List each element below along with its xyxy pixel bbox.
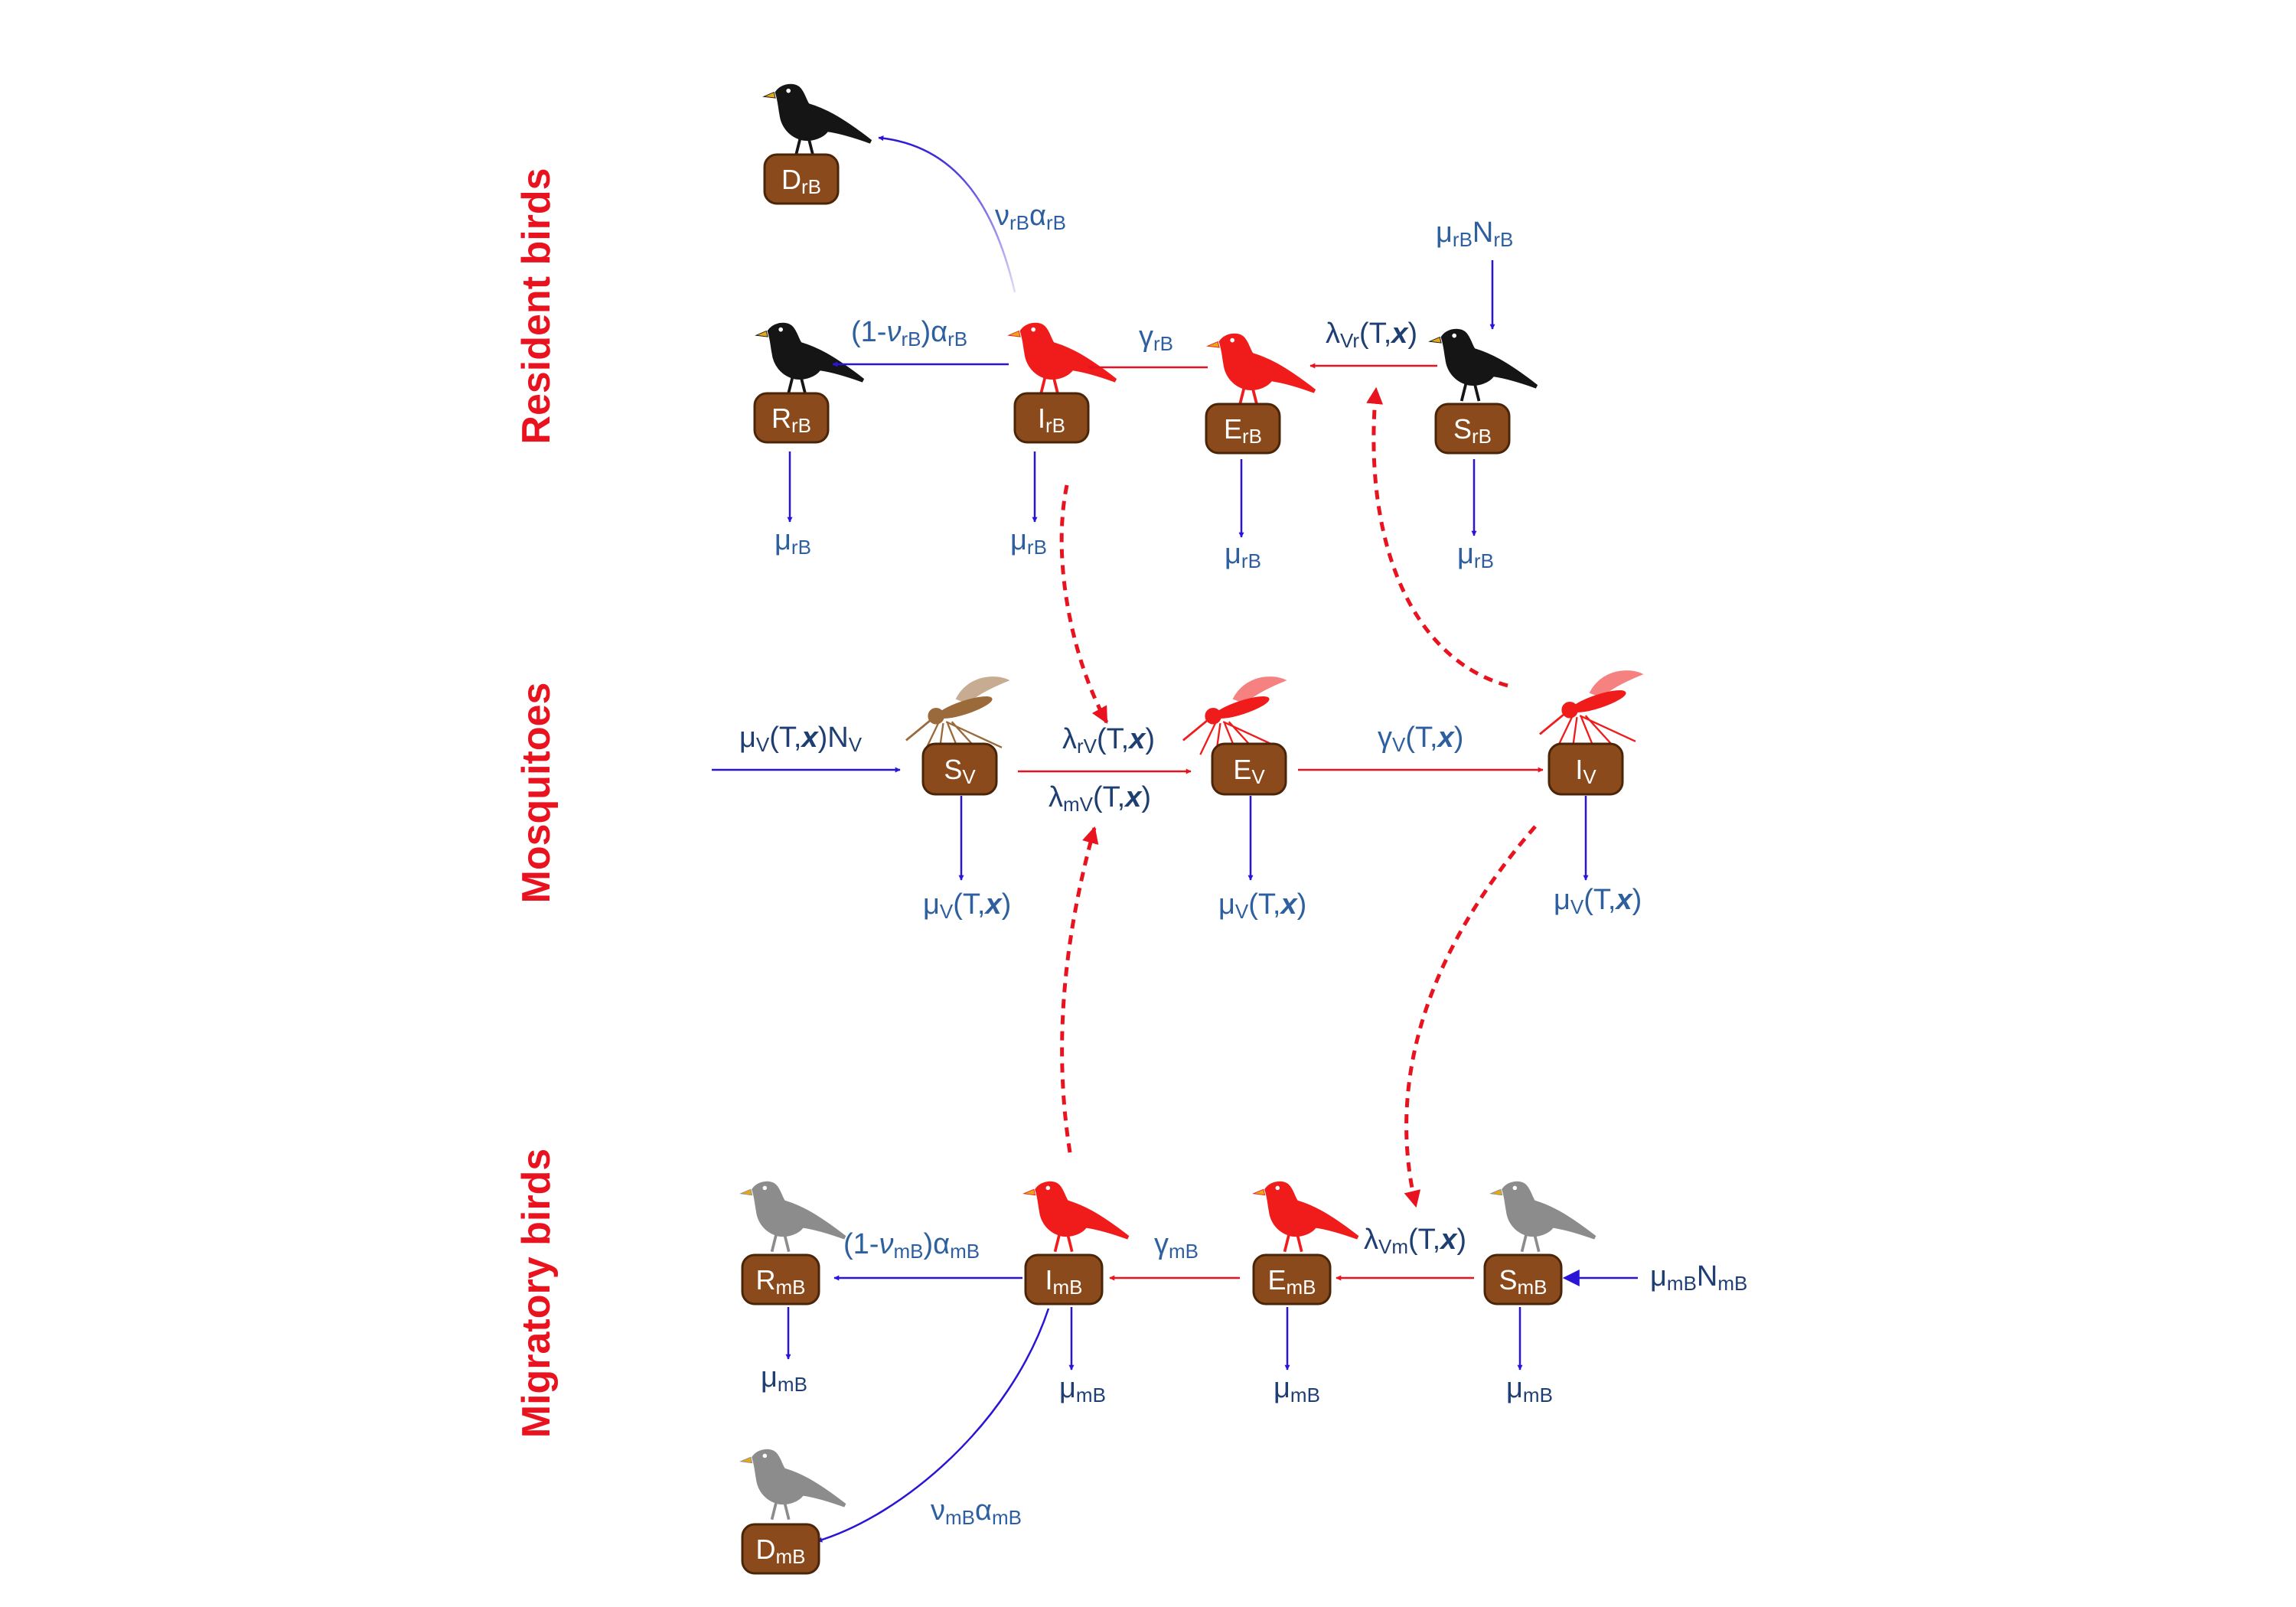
dashed-iv-to-srb: [1366, 386, 1508, 688]
svg-text:SrB: SrB: [1453, 413, 1492, 448]
migratory-bird-susceptible-icon: [1489, 1180, 1597, 1253]
rate-lambda-rv: λrV(T,x): [1062, 723, 1155, 758]
rate-birth-v: μV(T,x)NV: [739, 722, 863, 756]
svg-text:EV: EV: [1233, 754, 1265, 788]
rate-lambda-mv: λmV(T,x): [1049, 781, 1151, 816]
migratory-bird-exposed-icon: [1252, 1180, 1360, 1253]
compartment-iv: IV: [1548, 742, 1624, 796]
rate-gamma-rb: γrB: [1139, 321, 1173, 355]
rate-mu-mb-i: μmB: [1059, 1372, 1106, 1407]
svg-text:SV: SV: [944, 754, 976, 788]
rate-gamma-v: γV(T,x): [1378, 722, 1463, 756]
rate-mu-rb-e: μrB: [1225, 538, 1261, 572]
svg-text:IrB: IrB: [1038, 403, 1065, 437]
svg-text:EmB: EmB: [1267, 1264, 1316, 1299]
rate-birth-rb: μrBNrB: [1436, 217, 1513, 251]
compartment-ev: EV: [1211, 742, 1287, 796]
dashed-imb-to-mosquito: [1060, 826, 1099, 1153]
migratory-bird-recovered-icon: [739, 1180, 847, 1253]
group-label-migratory: Migratory birds: [514, 1149, 559, 1439]
compartment-smb: SmB: [1483, 1253, 1563, 1305]
compartment-drb: DrB: [763, 153, 840, 205]
svg-text:DmB: DmB: [756, 1534, 806, 1568]
group-label-resident: Resident birds: [514, 168, 559, 444]
rate-mu-rb-r: μrB: [775, 524, 811, 559]
mosquito-infected-icon: [1538, 670, 1644, 750]
compartment-sv: SV: [921, 742, 998, 796]
migratory-bird-dead-icon: [739, 1448, 847, 1521]
rate-mu-mb-e: μmB: [1274, 1372, 1320, 1407]
rate-mu-v-s: μV(T,x): [923, 888, 1011, 923]
svg-text:IV: IV: [1575, 754, 1596, 788]
rate-nu-alpha-mb: νmBαmB: [931, 1495, 1022, 1529]
dashed-irb-to-mosquito: [1059, 484, 1109, 724]
compartment-erb: ErB: [1205, 403, 1281, 455]
svg-text:DrB: DrB: [781, 164, 821, 198]
rate-mu-v-i: μV(T,x): [1554, 884, 1642, 918]
svg-text:SmB: SmB: [1499, 1264, 1547, 1299]
resident-bird-exposed-icon: [1206, 332, 1317, 407]
resident-bird-recovered-icon: [755, 321, 866, 396]
rate-mu-v-e: μV(T,x): [1218, 888, 1306, 923]
resident-bird-dead-icon: [762, 83, 873, 158]
compartment-imb: ImB: [1024, 1253, 1104, 1305]
rate-mu-rb-s: μrB: [1457, 538, 1494, 572]
rate-lambda-vm: λVm(T,x): [1364, 1224, 1466, 1258]
resident-bird-infected-icon: [1007, 321, 1118, 396]
rate-mu-mb-s: μmB: [1506, 1372, 1553, 1407]
rate-birth-mb: μmBNmB: [1650, 1260, 1747, 1295]
compartment-dmb: DmB: [741, 1523, 820, 1575]
compartment-irb: IrB: [1013, 392, 1090, 444]
resident-bird-susceptible-icon: [1428, 328, 1539, 403]
rate-nu-alpha-rb: νrBαrB: [995, 200, 1066, 234]
compartment-rrb: RrB: [753, 392, 830, 444]
rate-mu-rb-i: μrB: [1010, 524, 1047, 559]
svg-text:ImB: ImB: [1045, 1264, 1082, 1299]
arrow-imb-to-dmb: [817, 1308, 1050, 1543]
dashed-iv-to-smb: [1404, 825, 1537, 1208]
rate-recovery-rb: (1-νrB)αrB: [851, 316, 967, 350]
compartment-srb: SrB: [1434, 403, 1511, 455]
svg-text:ErB: ErB: [1224, 413, 1262, 448]
compartment-rmb: RmB: [741, 1253, 820, 1305]
rate-lambda-vr: λVr(T,x): [1326, 318, 1417, 352]
compartment-emb: EmB: [1252, 1253, 1332, 1305]
svg-text:RrB: RrB: [771, 403, 811, 437]
rate-mu-mb-r: μmB: [761, 1361, 807, 1396]
arrow-irb-to-drb: [878, 135, 1016, 293]
rate-gamma-mb: γmB: [1154, 1228, 1199, 1263]
migratory-bird-infected-icon: [1022, 1180, 1130, 1253]
group-label-mosquitoes: Mosquitoes: [514, 683, 559, 904]
rate-recovery-mb: (1-νmB)αmB: [843, 1228, 980, 1263]
svg-text:RmB: RmB: [756, 1264, 806, 1299]
